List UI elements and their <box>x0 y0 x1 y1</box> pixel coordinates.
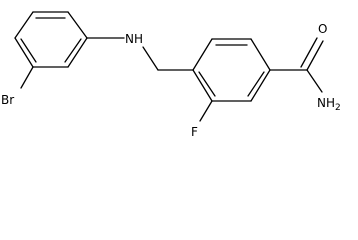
amide-subscript-text: 2 <box>335 103 341 113</box>
c-f-bond <box>199 100 213 122</box>
amide-nh2-label: NH2 <box>317 96 341 113</box>
ring-b-bond <box>192 38 213 71</box>
ring-a-bond <box>67 11 88 39</box>
ring-a-double-bond <box>64 38 82 63</box>
oxygen-label: O <box>318 22 327 36</box>
chemical-structure-diagram: Br NH F O NH2 <box>1 11 341 139</box>
carbonyl-double-bond <box>306 40 324 71</box>
ring-b-double-bond <box>247 71 265 97</box>
amide-nh-text: NH <box>317 96 335 110</box>
ring-b-double-bond <box>198 71 216 97</box>
c-n-amide-bond <box>306 69 323 93</box>
carbonyl-double-bond <box>300 37 318 68</box>
ring-a-bond <box>14 37 34 68</box>
bromine-label: Br <box>1 93 14 107</box>
ring-a-bond <box>67 37 88 68</box>
bromophenyl-ring <box>14 11 88 68</box>
fluorine-label: F <box>191 125 198 139</box>
ring-a-bond <box>14 11 34 39</box>
n-ch2-bond <box>142 46 159 71</box>
c-br-bond <box>20 66 34 89</box>
fluorobenzamide-ring <box>192 38 271 102</box>
ring-b-bond <box>192 69 213 102</box>
ring-b-bond <box>250 38 271 71</box>
ring-a-double-bond <box>20 38 37 63</box>
ring-b-bond <box>250 69 271 102</box>
amine-nh-label: NH <box>125 32 143 46</box>
